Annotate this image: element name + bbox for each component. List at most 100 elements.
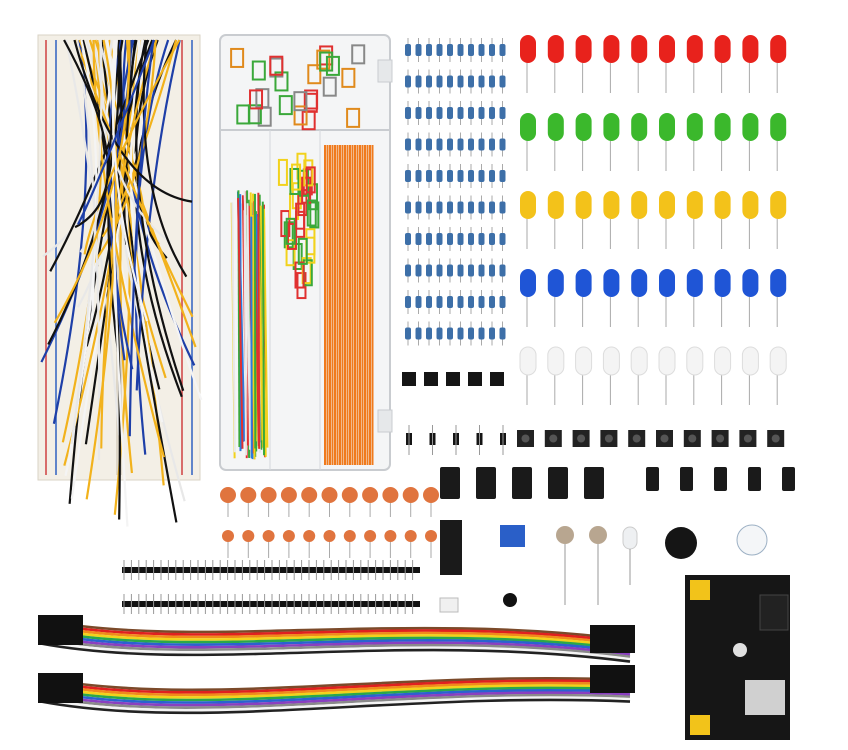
electrolytic-capacitor bbox=[584, 467, 604, 499]
resistor bbox=[468, 139, 474, 151]
led bbox=[770, 35, 786, 63]
power-supply-module bbox=[685, 575, 790, 740]
led bbox=[687, 191, 703, 219]
resistor bbox=[416, 44, 422, 56]
led bbox=[770, 191, 786, 219]
resistor bbox=[500, 265, 506, 277]
resistor bbox=[458, 296, 464, 308]
resistor bbox=[447, 296, 453, 308]
resistor bbox=[500, 76, 506, 88]
electrolytic-capacitor bbox=[512, 467, 532, 499]
dupont-connector bbox=[590, 625, 635, 653]
led bbox=[520, 113, 536, 141]
ceramic-capacitor bbox=[324, 530, 336, 542]
led bbox=[742, 191, 758, 219]
led bbox=[631, 269, 647, 297]
resistor bbox=[405, 44, 411, 56]
resistor bbox=[405, 265, 411, 277]
led bbox=[603, 347, 619, 375]
tactile-button-cap bbox=[522, 435, 530, 443]
resistor bbox=[500, 170, 506, 182]
resistor bbox=[447, 233, 453, 245]
resistor bbox=[447, 139, 453, 151]
resistor bbox=[489, 139, 495, 151]
resistor bbox=[437, 296, 443, 308]
resistor bbox=[426, 265, 432, 277]
ceramic-capacitor bbox=[242, 530, 254, 542]
led bbox=[687, 35, 703, 63]
tactile-button-cap bbox=[661, 435, 669, 443]
led bbox=[659, 113, 675, 141]
resistor bbox=[489, 265, 495, 277]
jumper-wire bbox=[258, 193, 259, 449]
resistor bbox=[500, 233, 506, 245]
resistor bbox=[426, 233, 432, 245]
resistor bbox=[405, 233, 411, 245]
resistor bbox=[447, 170, 453, 182]
resistor bbox=[479, 76, 485, 88]
resistor bbox=[437, 76, 443, 88]
resistor bbox=[405, 107, 411, 119]
led bbox=[742, 347, 758, 375]
electrolytic-capacitor bbox=[714, 467, 727, 491]
resistor bbox=[437, 139, 443, 151]
resistor bbox=[468, 76, 474, 88]
resistor bbox=[489, 44, 495, 56]
resistor bbox=[468, 328, 474, 340]
led bbox=[548, 35, 564, 63]
ceramic-capacitor bbox=[342, 487, 358, 503]
resistor bbox=[426, 296, 432, 308]
led bbox=[715, 113, 731, 141]
led bbox=[770, 269, 786, 297]
resistor bbox=[416, 328, 422, 340]
resistor bbox=[447, 44, 453, 56]
led bbox=[576, 191, 592, 219]
resistor bbox=[447, 76, 453, 88]
resistor bbox=[489, 170, 495, 182]
tactile-button-cap bbox=[577, 435, 585, 443]
tactile-button-cap bbox=[772, 435, 780, 443]
ceramic-capacitor bbox=[301, 487, 317, 503]
led bbox=[603, 191, 619, 219]
ceramic-capacitor bbox=[283, 530, 295, 542]
jumper-wire bbox=[251, 217, 252, 459]
resistor bbox=[468, 265, 474, 277]
led bbox=[520, 347, 536, 375]
passive-buzzer bbox=[737, 525, 767, 555]
transistor bbox=[490, 372, 504, 386]
resistor bbox=[447, 202, 453, 214]
led bbox=[659, 347, 675, 375]
led bbox=[603, 113, 619, 141]
resistor bbox=[437, 265, 443, 277]
tactile-button-cap bbox=[605, 435, 613, 443]
tactile-button-cap bbox=[549, 435, 557, 443]
resistor bbox=[437, 170, 443, 182]
ceramic-capacitor bbox=[261, 487, 277, 503]
resistor bbox=[458, 170, 464, 182]
resistor bbox=[479, 170, 485, 182]
active-buzzer bbox=[665, 527, 697, 559]
resistor bbox=[500, 296, 506, 308]
resistor bbox=[416, 202, 422, 214]
ceramic-capacitor bbox=[220, 487, 236, 503]
tactile-button-cap bbox=[688, 435, 696, 443]
optocoupler bbox=[440, 598, 458, 612]
resistor bbox=[447, 107, 453, 119]
resistor bbox=[426, 170, 432, 182]
resistor bbox=[479, 296, 485, 308]
resistor bbox=[416, 265, 422, 277]
led bbox=[770, 347, 786, 375]
resistor bbox=[489, 233, 495, 245]
led bbox=[687, 113, 703, 141]
electrolytic-capacitor bbox=[476, 467, 496, 499]
led bbox=[548, 347, 564, 375]
resistor bbox=[437, 107, 443, 119]
led bbox=[548, 269, 564, 297]
resistor bbox=[458, 233, 464, 245]
resistor bbox=[489, 296, 495, 308]
led bbox=[520, 35, 536, 63]
ceramic-capacitor bbox=[303, 530, 315, 542]
led bbox=[715, 347, 731, 375]
photoresistor bbox=[589, 526, 607, 544]
